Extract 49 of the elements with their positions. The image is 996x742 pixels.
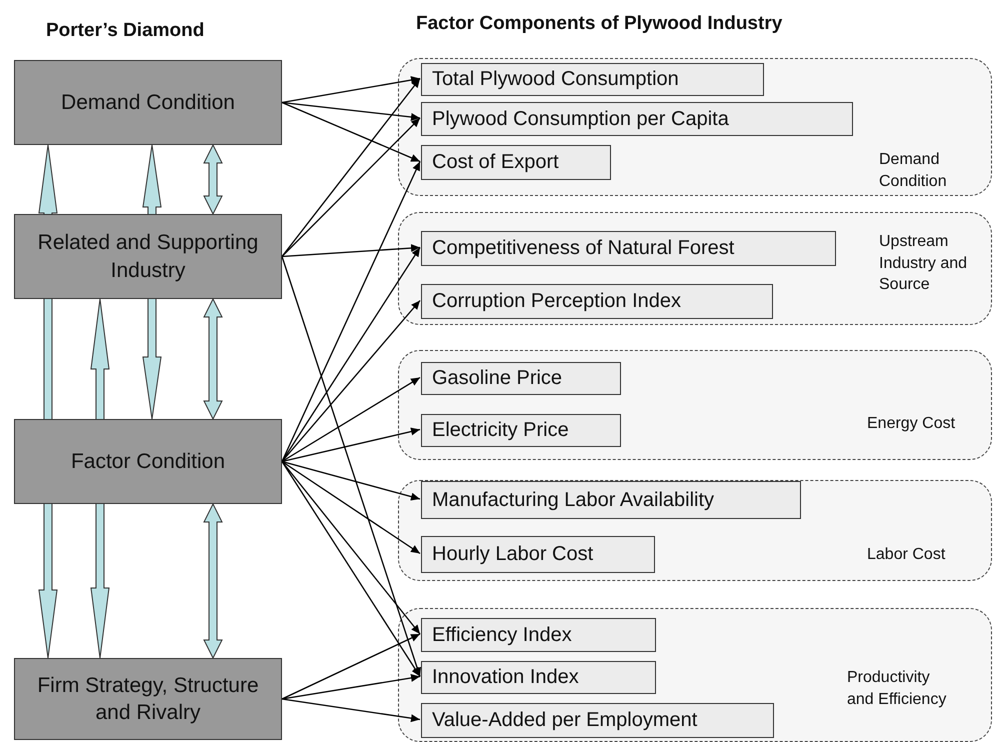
group-panel — [398, 212, 992, 325]
group-label: Productivity and Efficiency — [847, 668, 948, 710]
factor-box: Value-Added per Employment — [421, 703, 774, 738]
arrow — [281, 256, 421, 677]
arrow — [281, 161, 421, 462]
factor-box: Electricity Price — [421, 414, 621, 447]
arrow — [282, 102, 420, 121]
factor-box: Manufacturing Labor Availability — [421, 481, 801, 519]
group-label: Energy Cost — [867, 414, 956, 434]
arrow — [282, 633, 420, 700]
column-heading: Factor Components of Plywood Industry — [416, 13, 782, 35]
column-heading: Porter’s Diamond — [46, 20, 204, 42]
group-panel — [398, 608, 992, 742]
arrow — [282, 461, 420, 634]
arrow — [282, 376, 420, 462]
factor-box: Total Plywood Consumption — [421, 63, 764, 96]
group-label: Labor Cost — [867, 545, 946, 565]
arrow — [281, 78, 421, 257]
group-panel — [398, 58, 992, 196]
factor-box: Innovation Index — [421, 661, 656, 694]
condition-box: Related and Supporting Industry — [14, 214, 282, 299]
arrow — [282, 698, 420, 722]
block-arrow — [203, 298, 223, 420]
arrow — [281, 461, 421, 677]
arrow — [282, 102, 420, 162]
factor-box: Cost of Export — [421, 145, 611, 180]
factor-box: Hourly Labor Cost — [421, 536, 655, 573]
condition-box: Firm Strategy, Structure and Rivalry — [14, 658, 282, 740]
group-label: Demand Condition — [879, 150, 948, 192]
group-panel — [398, 350, 992, 460]
condition-box: Demand Condition — [14, 60, 282, 145]
block-arrow — [203, 144, 223, 216]
arrow — [282, 118, 420, 257]
group-panel — [398, 480, 992, 581]
arrow — [282, 460, 420, 500]
factor-box: Competitiveness of Natural Forest — [421, 231, 836, 266]
arrow — [282, 244, 420, 258]
factor-box: Gasoline Price — [421, 362, 621, 395]
block-arrow — [203, 502, 223, 660]
group-label: Upstream Industry and Source — [879, 232, 968, 296]
factor-box: Efficiency Index — [421, 618, 656, 652]
factor-box: Plywood Consumption per Capita — [421, 102, 853, 136]
arrow — [282, 460, 420, 554]
arrow — [282, 428, 420, 462]
factor-box: Corruption Perception Index — [421, 284, 773, 319]
arrow — [282, 76, 420, 104]
condition-box: Factor Condition — [14, 419, 282, 504]
arrow — [282, 674, 420, 700]
arrow — [282, 300, 420, 462]
